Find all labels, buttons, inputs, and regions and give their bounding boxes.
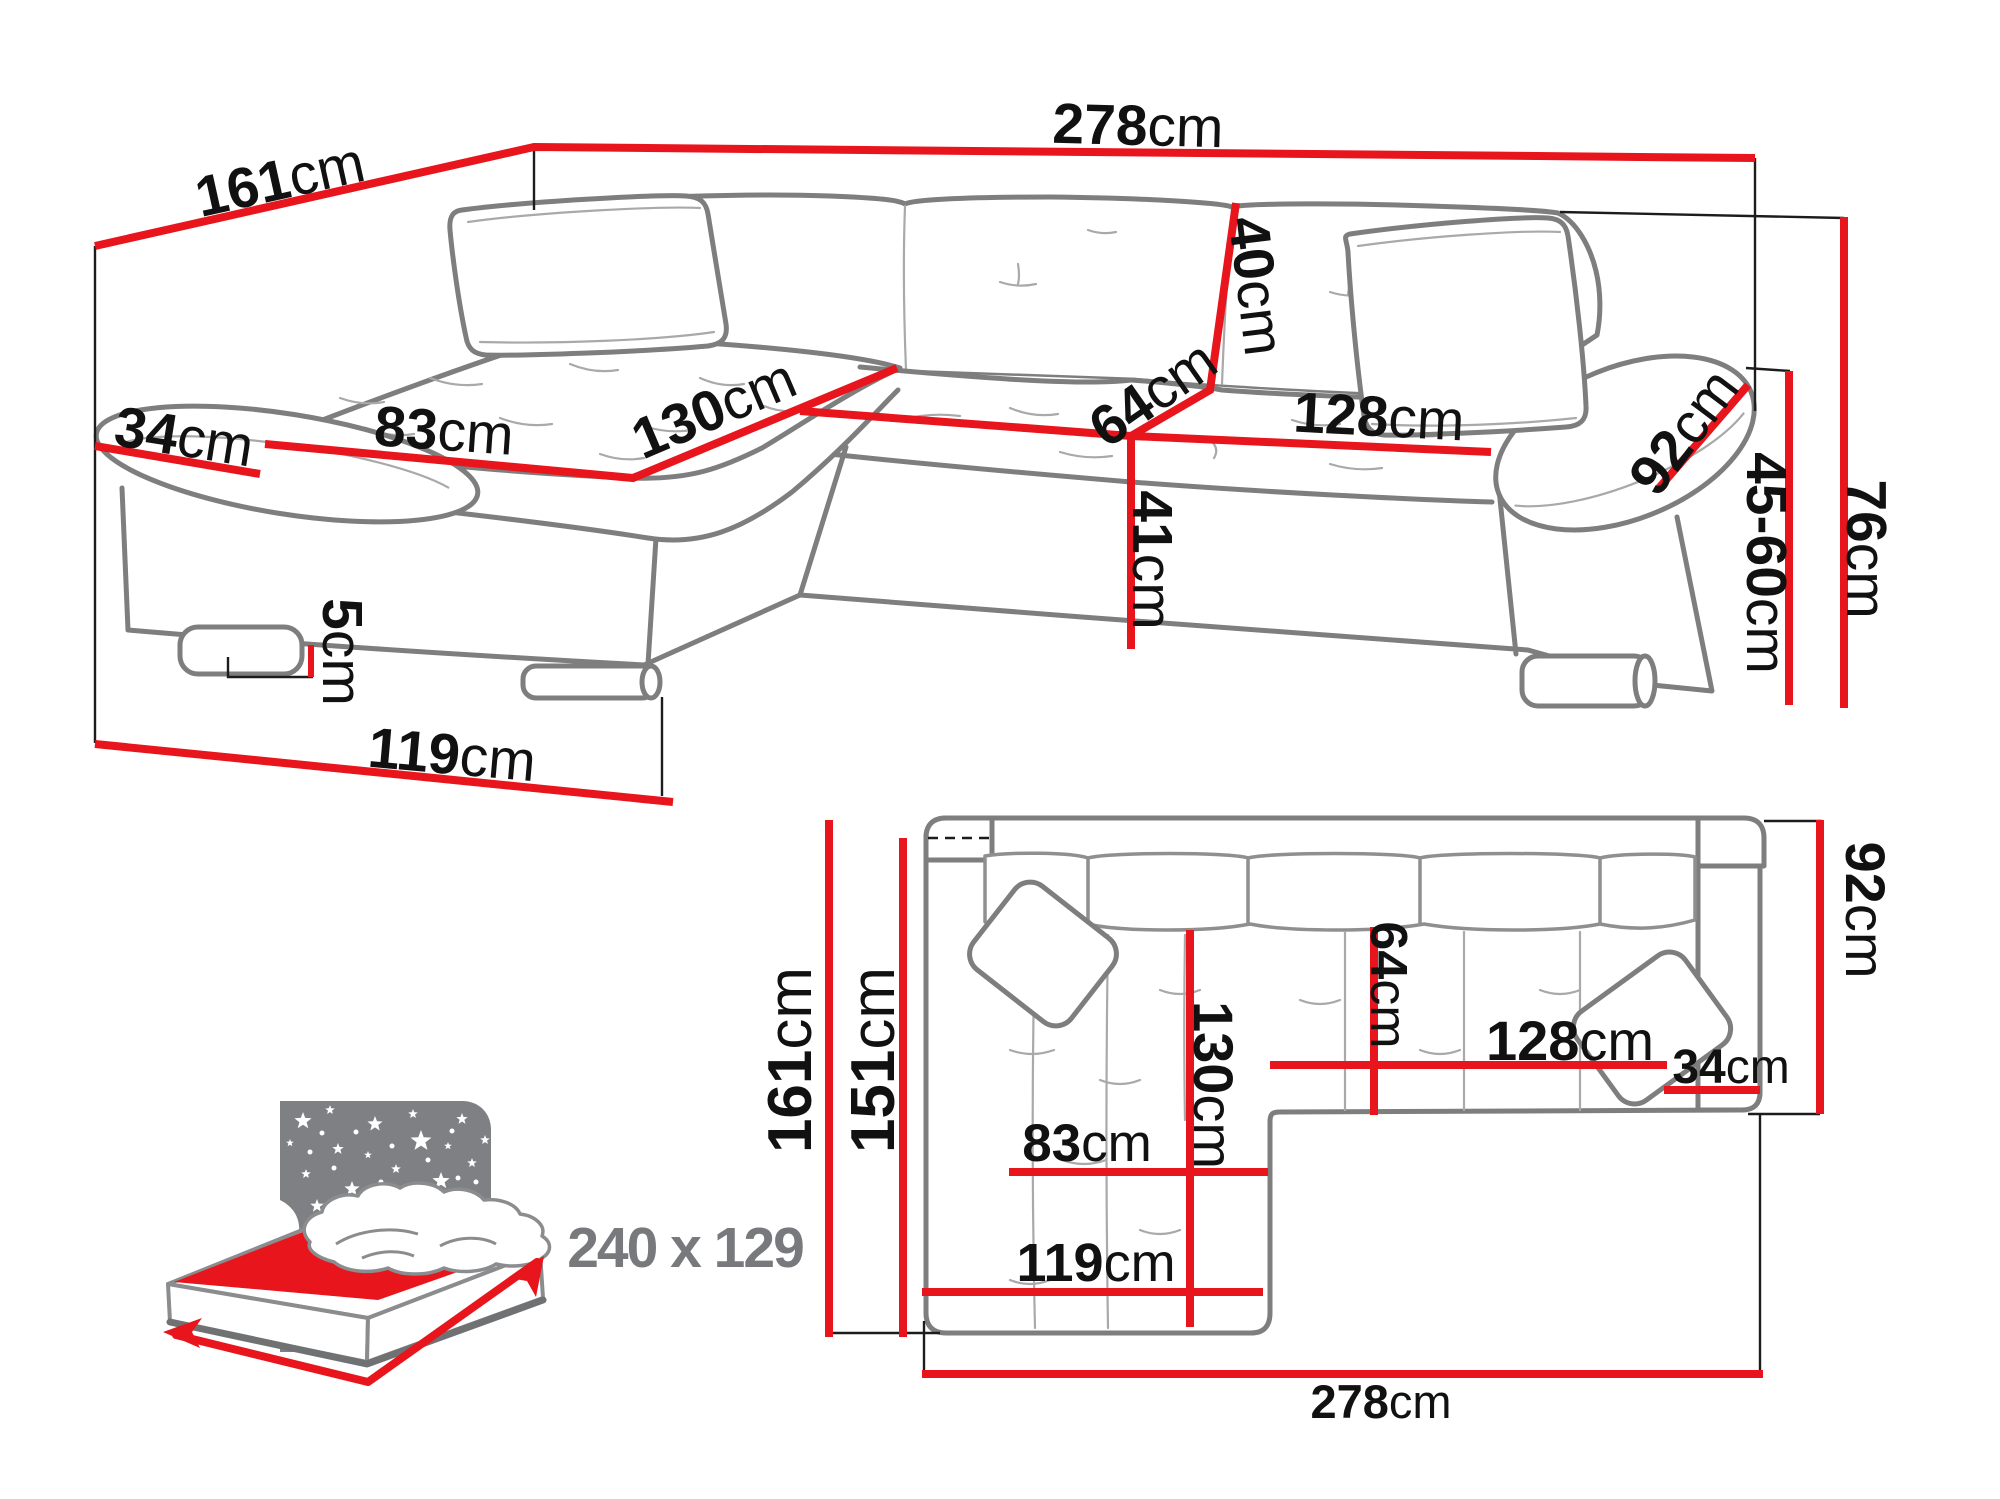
svg-text:130cm: 130cm bbox=[1183, 1001, 1246, 1169]
svg-text:34cm: 34cm bbox=[1672, 1041, 1789, 1094]
svg-text:278cm: 278cm bbox=[1310, 1375, 1451, 1428]
svg-text:45-60cm: 45-60cm bbox=[1734, 452, 1798, 674]
svg-text:34cm: 34cm bbox=[110, 394, 258, 479]
svg-text:119cm: 119cm bbox=[366, 716, 539, 794]
svg-text:64cm: 64cm bbox=[1359, 921, 1417, 1048]
svg-text:128cm: 128cm bbox=[1486, 1009, 1654, 1072]
svg-text:5cm: 5cm bbox=[310, 598, 374, 706]
svg-text:240 x 129: 240 x 129 bbox=[567, 1216, 803, 1280]
svg-text:40cm: 40cm bbox=[1216, 213, 1297, 359]
svg-text:83cm: 83cm bbox=[372, 394, 516, 468]
svg-text:151cm: 151cm bbox=[839, 967, 908, 1153]
svg-text:92cm: 92cm bbox=[1835, 842, 1898, 979]
svg-text:76cm: 76cm bbox=[1834, 479, 1898, 618]
svg-text:128cm: 128cm bbox=[1292, 381, 1466, 454]
svg-text:83cm: 83cm bbox=[1022, 1114, 1152, 1173]
svg-text:161cm: 161cm bbox=[756, 967, 825, 1153]
svg-text:119cm: 119cm bbox=[1016, 1233, 1175, 1293]
svg-text:278cm: 278cm bbox=[1052, 92, 1225, 160]
svg-text:41cm: 41cm bbox=[1120, 490, 1184, 629]
